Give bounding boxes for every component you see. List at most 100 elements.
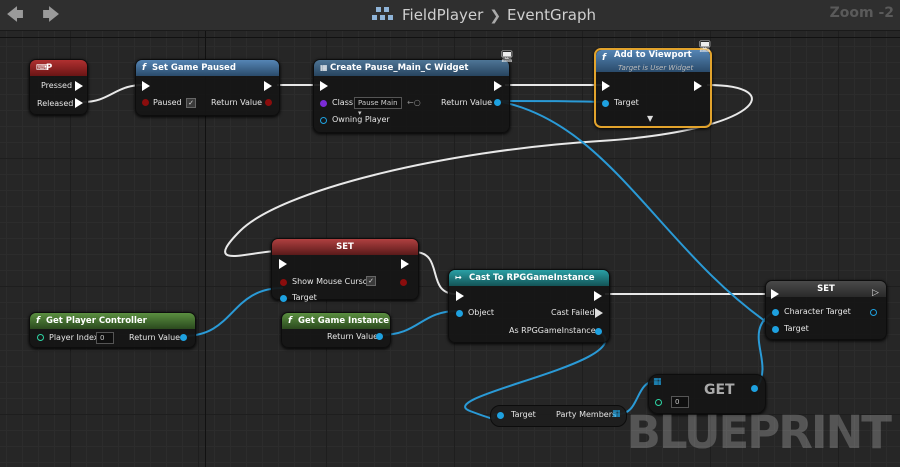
object-pin[interactable] — [456, 310, 463, 317]
player-index-input[interactable]: 0 — [96, 332, 114, 344]
class-pin[interactable] — [320, 100, 327, 107]
node-header: ▦Create Pause_Main_C Widget — [314, 60, 509, 76]
exec-in-pin[interactable] — [279, 259, 287, 269]
function-icon: f — [602, 53, 606, 63]
target-pin[interactable] — [772, 326, 779, 333]
released-exec-pin[interactable] — [75, 98, 83, 108]
player-index-label: Player Index — [49, 333, 99, 342]
pressed-exec-pin[interactable] — [75, 81, 83, 91]
object-wire — [496, 100, 776, 329]
exec-out-pin[interactable] — [494, 81, 502, 91]
exec-in-pin[interactable] — [602, 81, 610, 91]
array-get-node[interactable]: ▦ GET 0 — [648, 374, 766, 414]
class-dropdown[interactable]: Pause Main ▾ — [354, 97, 402, 117]
node-title: Create Pause_Main_C Widget — [330, 63, 469, 73]
blueprint-graph-icon — [372, 7, 393, 20]
forward-button[interactable]: 🡆 — [40, 5, 62, 25]
arrow-right-icon: 🡆 — [42, 5, 60, 25]
node-header: ⌨P — [30, 60, 87, 76]
array-pin-icon[interactable]: ▦ — [612, 409, 621, 419]
set-show-mouse-cursor-node[interactable]: SET Show Mouse Cursor ✓ Target — [271, 238, 419, 302]
graph-editor-toolbar: 🡄 🡆 FieldPlayer❯EventGraph Zoom -2 — [0, 0, 900, 31]
array-in-pin-icon[interactable]: ▦ — [653, 377, 662, 387]
node-title: GET — [704, 382, 735, 398]
function-icon: f — [288, 316, 292, 326]
return-bool-pin[interactable] — [265, 99, 272, 106]
return-value-label: Return Value — [129, 333, 181, 342]
browse-icon[interactable]: ←○ — [407, 98, 421, 107]
cast-to-rpg-game-instance-node[interactable]: ↦Cast To RPGGameInstance Object Cast Fai… — [448, 269, 610, 343]
exec-wire — [224, 84, 753, 257]
out-bool-pin[interactable] — [400, 279, 407, 286]
class-value: Pause Main — [358, 99, 398, 107]
out-object-pin[interactable] — [870, 309, 877, 316]
object-label: Object — [468, 308, 495, 317]
show-cursor-bool-pin[interactable] — [280, 279, 287, 286]
create-widget-node[interactable]: ▦Create Pause_Main_C Widget Class Pause … — [313, 50, 514, 133]
cast-failed-label: Cast Failed — [551, 308, 595, 317]
party-members-variable-node[interactable]: Target Party Members ▦ — [490, 405, 627, 427]
exec-in-pin[interactable] — [771, 289, 779, 299]
exec-out-pin[interactable] — [694, 81, 702, 91]
as-instance-pin[interactable] — [595, 328, 602, 335]
target-label: Target — [511, 410, 536, 419]
target-pin[interactable] — [280, 295, 287, 302]
node-title: P — [46, 63, 53, 73]
index-input[interactable]: 0 — [671, 396, 689, 408]
cast-icon: ↦ — [455, 273, 462, 282]
node-header: ↦Cast To RPGGameInstance — [449, 270, 609, 286]
expand-arrow-icon[interactable]: ▼ — [647, 114, 654, 123]
paused-checkbox[interactable]: ✓ — [186, 98, 196, 108]
exec-wire — [82, 84, 144, 103]
return-object-pin[interactable] — [180, 334, 187, 341]
cast-failed-exec-pin[interactable] — [595, 308, 603, 318]
target-label: Target — [784, 324, 809, 333]
exec-wire — [413, 251, 457, 295]
index-pin[interactable] — [655, 399, 662, 406]
exec-out-pin[interactable] — [264, 81, 272, 91]
exec-in-pin[interactable] — [456, 291, 464, 301]
node-subtitle: Target is User Widget — [618, 64, 694, 72]
exec-out-pin[interactable] — [594, 291, 602, 301]
show-cursor-checkbox[interactable]: ✓ — [366, 276, 376, 286]
breadcrumb-graph[interactable]: EventGraph — [507, 6, 597, 24]
target-pin[interactable] — [497, 412, 504, 419]
arrow-left-icon: 🡄 — [6, 5, 24, 25]
grid-line — [0, 37, 900, 38]
function-icon: f — [36, 316, 40, 326]
add-to-viewport-node[interactable]: f Add to Viewport Target is User Widget T… — [594, 40, 712, 128]
class-label: Class — [332, 98, 354, 107]
widget-icon: ▦ — [320, 63, 328, 72]
node-title: Set Game Paused — [152, 63, 236, 73]
grid-line — [205, 31, 206, 467]
dropdown-icon: ▾ — [358, 109, 362, 117]
return-object-pin[interactable] — [376, 333, 383, 340]
breadcrumb-blueprint[interactable]: FieldPlayer — [402, 6, 484, 24]
exec-in-pin[interactable] — [142, 81, 150, 91]
node-title: Add to Viewport — [614, 50, 692, 60]
owning-player-pin[interactable] — [320, 117, 327, 124]
target-label: Target — [292, 293, 317, 302]
character-target-pin[interactable] — [772, 309, 779, 316]
node-header: f Add to Viewport Target is User Widget — [596, 50, 710, 72]
released-label: Released — [37, 99, 74, 108]
exec-out-pin[interactable] — [401, 259, 409, 269]
exec-out-pin[interactable]: ▷ — [872, 288, 879, 298]
paused-bool-pin[interactable] — [142, 99, 149, 106]
set-character-target-node[interactable]: SET ▷ Character Target Target — [765, 280, 887, 340]
chevron-right-icon: ❯ — [489, 8, 502, 24]
output-pin[interactable] — [751, 385, 758, 392]
monitor-icon: 🖥 — [500, 50, 514, 63]
back-button[interactable]: 🡄 — [4, 5, 26, 25]
return-value-label: Return Value — [211, 98, 263, 107]
player-index-pin[interactable] — [37, 334, 44, 341]
target-pin[interactable] — [602, 100, 609, 107]
key-p-event-node[interactable]: ⌨P Pressed Released — [29, 59, 88, 115]
exec-in-pin[interactable] — [320, 81, 328, 91]
return-object-pin[interactable] — [494, 99, 501, 106]
show-mouse-cursor-label: Show Mouse Cursor — [292, 277, 371, 286]
